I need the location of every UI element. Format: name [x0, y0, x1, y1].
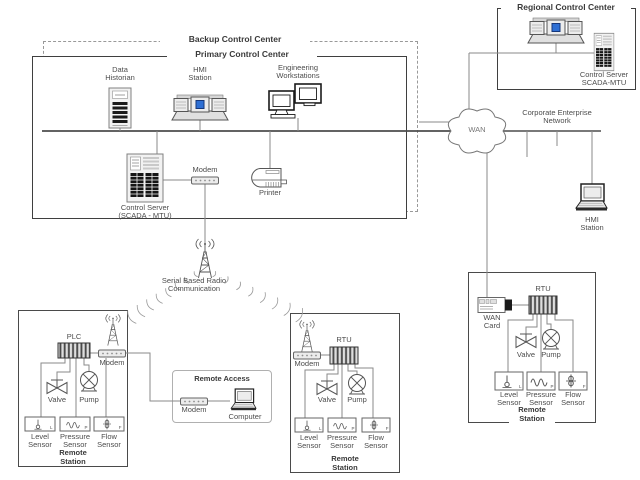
primary-center-title: Primary Control Center	[167, 49, 317, 60]
plc-icon	[57, 342, 91, 359]
data-historian-label: Data Historian	[105, 65, 135, 83]
plc-station-antenna-icon	[105, 314, 121, 346]
rtu-valve-icon	[316, 380, 338, 395]
rtu-pressure-sensor: P	[327, 417, 357, 433]
control-server-label: Control Server (SCADA - MTU)	[118, 203, 172, 221]
plc-label: PLC	[66, 332, 82, 341]
plc-station-title: Remote Station	[50, 448, 96, 467]
remote-access-modem-icon	[180, 397, 208, 406]
plc-flow-sensor: F	[93, 416, 125, 432]
remote-station-rtu-box	[290, 313, 400, 473]
wan-cloud	[447, 108, 507, 154]
radio-waves	[127, 270, 303, 324]
svg-text:P: P	[550, 384, 553, 389]
plc-pressure-sensor-label: Pressure Sensor	[59, 432, 90, 450]
svg-text:P: P	[351, 426, 354, 431]
svg-text:L: L	[519, 384, 522, 389]
wan-card-label: WAN Card	[483, 313, 501, 331]
rtu-level-sensor: L	[294, 417, 324, 433]
printer-icon	[251, 168, 287, 188]
svg-text:L: L	[50, 425, 53, 430]
wan-station-pump-label: Pump	[541, 350, 561, 359]
plc-pump-label: Pump	[79, 395, 99, 404]
rtu-pressure-sensor-label: Pressure Sensor	[326, 433, 357, 451]
remote-access-title: Remote Access	[194, 374, 250, 383]
remote-access-computer-icon	[230, 388, 257, 411]
wan-station-valve-label: Valve	[516, 350, 536, 359]
rtu-pump-label: Pump	[347, 395, 367, 404]
svg-text:L: L	[319, 426, 322, 431]
primary-modem-icon	[191, 176, 219, 185]
wan-flow-sensor: F	[558, 371, 588, 391]
wan-level-sensor: L	[494, 371, 524, 391]
svg-text:F: F	[386, 426, 389, 431]
plc-valve-icon	[46, 379, 68, 394]
wan-label: WAN	[468, 125, 486, 134]
control-server-icon	[126, 153, 164, 203]
wan-station-rtu-icon	[528, 295, 558, 315]
wan-station-valve-icon	[515, 333, 537, 348]
rtu-station-antenna-icon	[299, 320, 315, 352]
wan-station-rtu-label: RTU	[535, 284, 551, 293]
radio-link-label: Serial Based Radio Communication	[161, 276, 227, 294]
svg-text:P: P	[84, 425, 87, 430]
hmi-station-label: HMI Station	[188, 65, 212, 83]
rtu-modem-label: Modem	[294, 359, 320, 368]
connection-lines	[40, 43, 601, 418]
primary-control-center-box	[32, 56, 407, 219]
rtu-valve-label: Valve	[317, 395, 337, 404]
rtu-flow-sensor: F	[361, 417, 391, 433]
rtu-flow-sensor-label: Flow Sensor	[364, 433, 388, 451]
regional-center-title: Regional Control Center	[501, 2, 631, 13]
regional-control-server-label: Control Server SCADA-MTU	[579, 70, 629, 88]
rtu-label: RTU	[336, 335, 352, 344]
wan-card-icon	[477, 297, 513, 313]
rtu-icon	[329, 346, 359, 365]
backup-center-title: Backup Control Center	[160, 34, 310, 45]
wan-flow-sensor-label: Flow Sensor	[561, 390, 585, 408]
data-historian-icon	[108, 87, 132, 129]
hmi-console-icon	[171, 94, 229, 121]
plc-station-modem-icon	[98, 349, 126, 358]
engineering-workstations-icon	[268, 83, 322, 119]
wan-pressure-sensor-label: Pressure Sensor	[525, 390, 556, 408]
svg-text:F: F	[119, 425, 122, 430]
corporate-hmi-station-label: HMI Station	[580, 215, 604, 233]
plc-pressure-sensor: P	[59, 416, 91, 432]
primary-modem-label: Modem	[192, 165, 218, 174]
remote-access-box	[172, 370, 272, 423]
plc-modem-label: Modem	[99, 358, 125, 367]
corporate-hmi-laptop-icon	[575, 183, 608, 212]
printer-label: Printer	[258, 188, 282, 197]
regional-hmi-console-icon	[527, 17, 585, 44]
plc-valve-label: Valve	[47, 395, 67, 404]
plc-pump-icon	[80, 371, 98, 392]
wan-station-pump-icon	[542, 329, 560, 350]
wan-level-sensor-label: Level Sensor	[497, 390, 521, 408]
icons	[46, 17, 615, 411]
rtu-station-modem-icon	[293, 351, 321, 360]
sensor-boxes: L P F L P	[24, 371, 588, 433]
wan-station-title: Remote Station	[509, 405, 555, 424]
regional-control-server-icon	[593, 32, 615, 72]
corporate-network-label: Corporate Enterprise Network	[522, 108, 592, 126]
remote-access-computer-label: Computer	[228, 412, 262, 421]
plc-flow-sensor-label: Flow Sensor	[97, 432, 121, 450]
rtu-pump-icon	[348, 374, 366, 395]
plc-level-sensor: L	[24, 416, 56, 432]
wan-pressure-sensor: P	[526, 371, 556, 391]
svg-text:F: F	[583, 384, 586, 389]
remote-access-modem-label: Modem	[181, 405, 207, 414]
plc-level-sensor-label: Level Sensor	[28, 432, 52, 450]
rtu-station-title: Remote Station	[322, 454, 368, 473]
radio-antenna-icon	[195, 238, 215, 279]
engineering-workstations-label: Engineering Workstations	[276, 63, 320, 81]
rtu-level-sensor-label: Level Sensor	[297, 433, 321, 451]
